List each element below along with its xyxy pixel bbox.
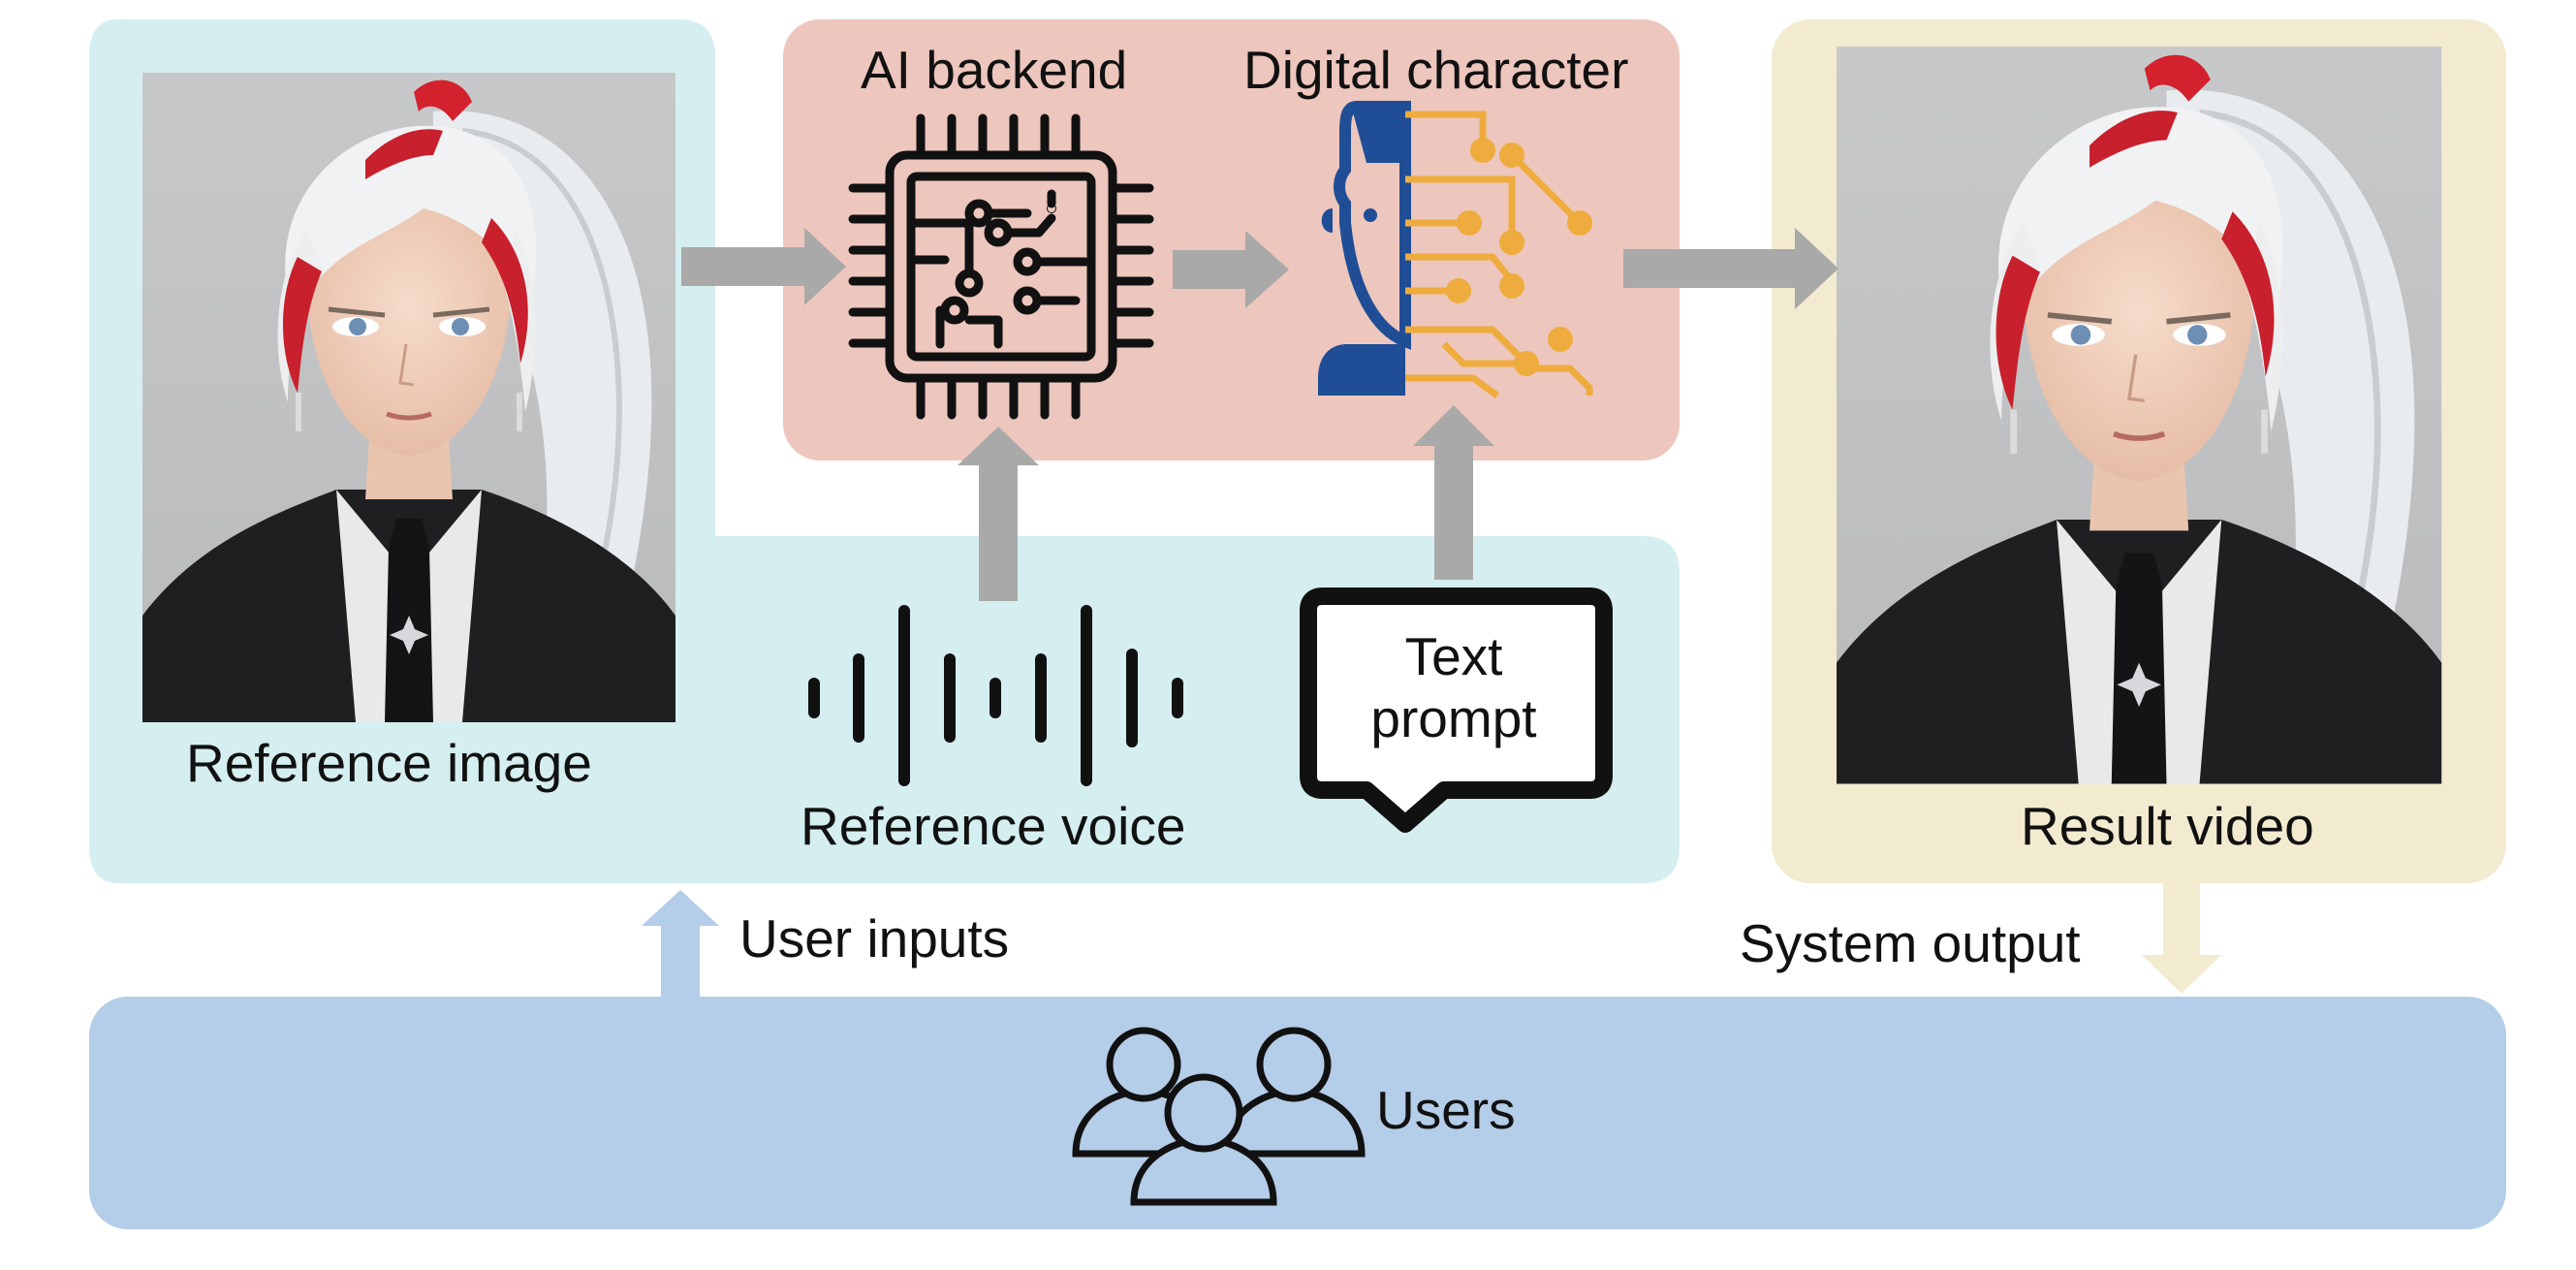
- digital-character-icon: [1318, 101, 1593, 398]
- digital-character-label: Digital character: [1243, 40, 1629, 100]
- sound-wave-icon: [808, 605, 1183, 786]
- result-video-frame: [1837, 47, 2441, 783]
- reference-image-label: Reference image: [186, 733, 592, 793]
- speech-bubble-icon: [1300, 587, 1613, 833]
- system-output-label: System output: [1740, 913, 2081, 973]
- ai-backend-label: AI backend: [861, 40, 1128, 100]
- backend-panel: [783, 19, 1680, 460]
- text-prompt-label: Text prompt: [1323, 625, 1585, 749]
- text-prompt-line-2: prompt: [1370, 688, 1537, 748]
- user-inputs-label: User inputs: [739, 908, 1010, 968]
- arrow-output-to-users: [2142, 882, 2221, 994]
- text-prompt-line-1: Text: [1404, 626, 1503, 686]
- chip-icon: [848, 113, 1154, 420]
- arrow-image-to-backend: [681, 228, 846, 305]
- users-label: Users: [1376, 1080, 1516, 1140]
- users-group-icon: [1072, 1027, 1366, 1206]
- arrow-character-to-output: [1623, 228, 1838, 309]
- arrow-prompt-to-character: [1413, 405, 1494, 580]
- arrow-users-to-inputs: [642, 890, 719, 999]
- result-video-label: Result video: [2021, 796, 2314, 856]
- reference-voice-label: Reference voice: [801, 796, 1186, 856]
- arrow-backend-to-character: [1173, 231, 1289, 308]
- reference-image: [142, 73, 675, 722]
- arrow-voice-to-backend: [958, 427, 1039, 601]
